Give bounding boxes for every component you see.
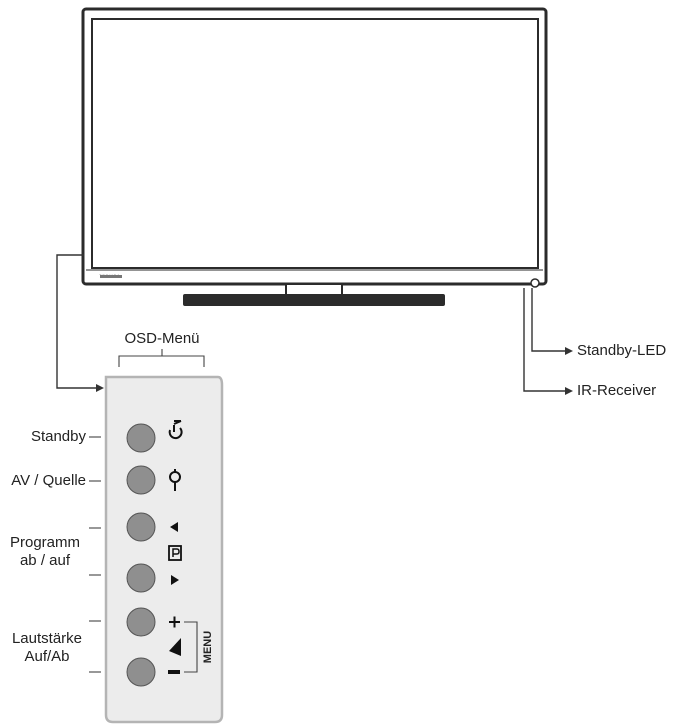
volume-down-button[interactable] bbox=[126, 657, 156, 687]
ir-receiver-label: IR-Receiver bbox=[577, 382, 657, 399]
volume-up-button[interactable] bbox=[126, 607, 156, 637]
minus-icon bbox=[168, 670, 180, 674]
panel-connector-line bbox=[56, 254, 97, 389]
tv-brand-logo bbox=[100, 275, 122, 278]
volume-label-line2: Auf/Ab bbox=[24, 648, 70, 665]
ir-receiver-leader bbox=[523, 288, 566, 392]
control-panel bbox=[104, 375, 224, 724]
program-label-line2: ab / auf bbox=[19, 552, 71, 569]
menu-label: MENU bbox=[202, 631, 214, 663]
plus-icon bbox=[169, 616, 180, 628]
ir-receiver-arrow bbox=[565, 387, 573, 395]
volume-label-line1: Lautstärke bbox=[11, 630, 83, 647]
tv-sensor-window bbox=[530, 278, 540, 288]
tv-brand-label: TOSHIBA bbox=[99, 273, 120, 278]
panel-connector-arrow bbox=[96, 384, 104, 392]
power-toggle-icon bbox=[168, 420, 183, 440]
standby-led-arrow bbox=[565, 347, 573, 355]
tv-stand-base bbox=[183, 294, 445, 306]
program-down-button[interactable] bbox=[126, 563, 156, 593]
standby-label: Standby bbox=[30, 428, 86, 445]
standby-led-leader bbox=[531, 288, 566, 352]
tv-set bbox=[81, 7, 548, 306]
volume-wedge-icon bbox=[169, 638, 181, 656]
tv-screen bbox=[91, 18, 539, 269]
triangle-left-icon bbox=[170, 522, 178, 532]
av-source-label: AV / Quelle bbox=[11, 472, 86, 489]
triangle-right-icon bbox=[171, 575, 179, 585]
standby-button[interactable] bbox=[126, 423, 156, 453]
standby-led-label: Standby-LED bbox=[577, 342, 667, 359]
input-source-icon bbox=[169, 469, 181, 491]
program-p-icon bbox=[168, 545, 182, 561]
program-label-line1: Programm bbox=[9, 534, 80, 551]
control-panel-body bbox=[104, 375, 224, 724]
label-ticks bbox=[89, 436, 101, 673]
program-up-button[interactable] bbox=[126, 512, 156, 542]
menu-bracket bbox=[184, 621, 198, 673]
osd-menu-label: OSD-Menü bbox=[124, 330, 200, 347]
osd-menu-bracket bbox=[118, 355, 205, 367]
source-button[interactable] bbox=[126, 465, 156, 495]
